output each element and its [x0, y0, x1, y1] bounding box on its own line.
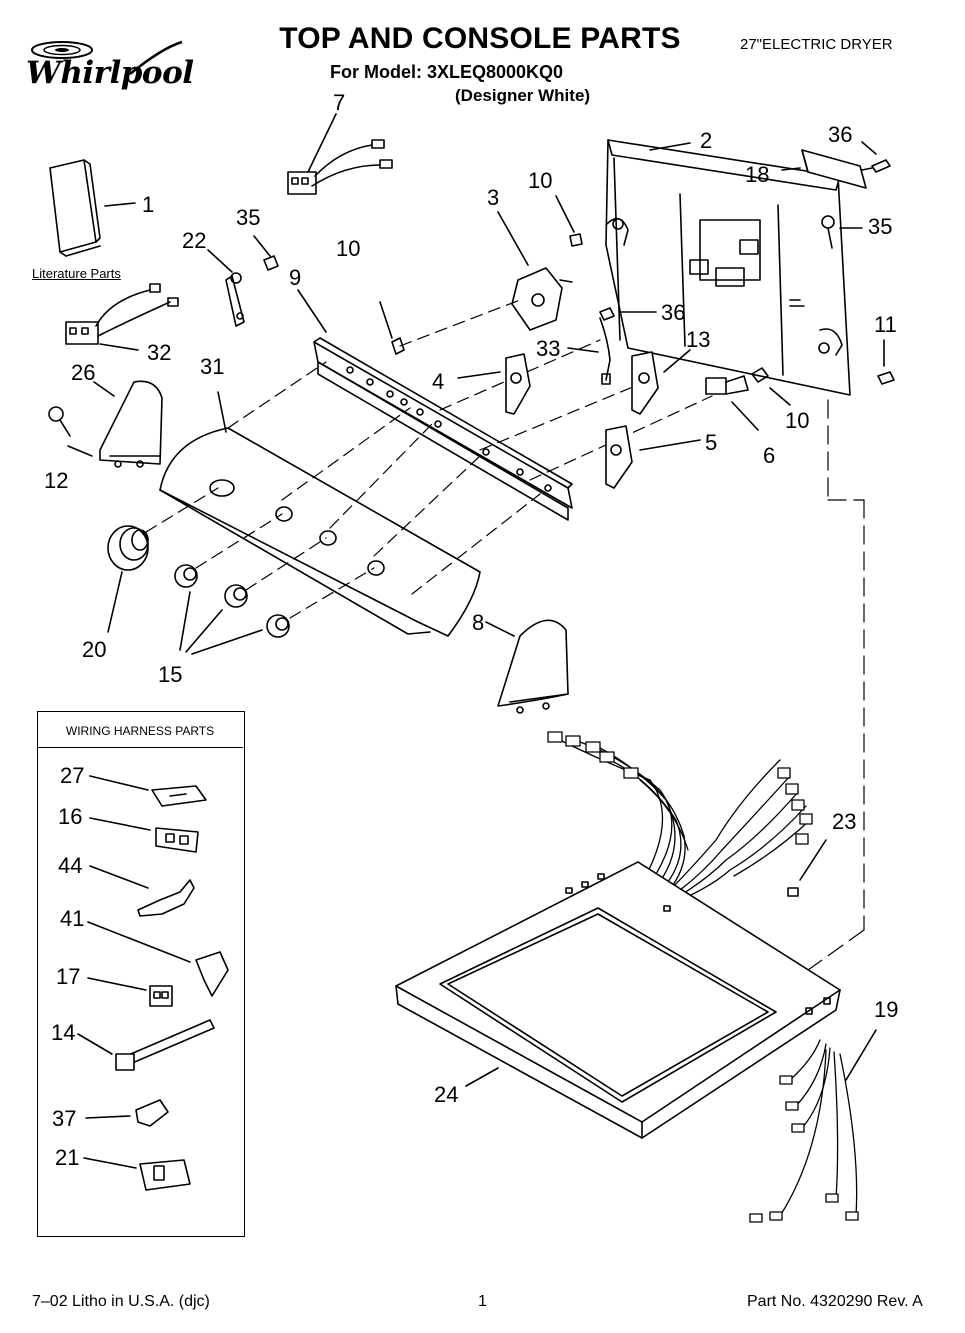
- wiring-part-27: [151, 785, 207, 807]
- model-number: For Model: 3XLEQ8000KQ0: [330, 62, 564, 82]
- wire-33: [599, 317, 611, 385]
- screw-12: [48, 406, 71, 437]
- callout-36: 36: [661, 300, 686, 325]
- end-cap-8: [497, 619, 569, 714]
- wiring-part-44: [137, 879, 195, 917]
- callout-10: 10: [528, 168, 553, 193]
- callout-11: 11: [874, 312, 897, 337]
- wiring-part-14: [115, 1019, 215, 1071]
- main-wire-harness: [547, 731, 813, 901]
- switch-3: [511, 267, 573, 331]
- callout-26: 26: [71, 360, 96, 385]
- screw-35a: [263, 255, 279, 271]
- callout-17: 17: [56, 964, 81, 989]
- callout-31: 31: [200, 354, 225, 379]
- logo-swirl-icon: [31, 40, 183, 75]
- screw-10b: [555, 195, 583, 247]
- bracket-6: [705, 375, 749, 395]
- callout-41: 41: [60, 906, 85, 931]
- callout-37: 37: [52, 1106, 77, 1131]
- callout-9: 9: [289, 265, 302, 290]
- model-color: (Designer White): [455, 86, 591, 105]
- page-title: TOP AND CONSOLE PARTS: [279, 22, 681, 55]
- console-31: [159, 427, 481, 637]
- callout-6: 6: [763, 443, 776, 468]
- screw-10a: [379, 301, 405, 355]
- callout-1: 1: [142, 192, 155, 217]
- footer-litho: 7–02 Litho in U.S.A. (djc): [32, 1293, 210, 1310]
- callout-35: 35: [236, 205, 261, 230]
- wiring-harness-box: [37, 711, 245, 1237]
- screw-36b: [599, 307, 615, 321]
- switch-13: [631, 351, 659, 415]
- wiring-part-41: [195, 951, 229, 997]
- callout-10: 10: [785, 408, 810, 433]
- callout-2: 2: [700, 128, 713, 153]
- part-number: Part No. 4320290 Rev. A: [747, 1293, 923, 1310]
- callout-35: 35: [868, 214, 893, 239]
- callout-27: 27: [60, 763, 85, 788]
- callout-21: 21: [55, 1145, 80, 1170]
- callout-14: 14: [51, 1020, 76, 1045]
- literature-booklet: [49, 159, 101, 257]
- callout-13: 13: [686, 327, 711, 352]
- strap-22: [225, 272, 245, 327]
- knob-15c: [266, 614, 290, 638]
- wiring-part-16: [155, 827, 199, 853]
- harness-32: [65, 283, 179, 345]
- switch-5: [605, 425, 633, 489]
- screw-35b: [821, 215, 835, 249]
- harness-7: [287, 139, 393, 195]
- callout-19: 19: [874, 997, 899, 1022]
- callout-18: 18: [745, 162, 770, 187]
- screw-36a: [861, 159, 891, 173]
- callout-16: 16: [58, 804, 83, 829]
- clip-23: [787, 887, 799, 897]
- product-type: 27"ELECTRIC DRYER: [740, 36, 893, 53]
- whirlpool-logo: [22, 38, 202, 100]
- callout-44: 44: [58, 853, 83, 878]
- callout-23: 23: [832, 809, 857, 834]
- callout-22: 22: [182, 228, 207, 253]
- timer-knob-20: [107, 525, 149, 571]
- brand-name: Whirlpool: [26, 55, 194, 91]
- callout-8: 8: [472, 610, 485, 635]
- console-back-panel: [605, 139, 851, 396]
- callout-36: 36: [828, 122, 853, 147]
- knob-15a: [174, 564, 198, 588]
- harness-19: [749, 1039, 859, 1223]
- wiring-harness-box-title: WIRING HARNESS PARTS: [37, 711, 243, 748]
- callout-24: 24: [434, 1082, 459, 1107]
- screw-10c: [751, 367, 791, 406]
- callout-15: 15: [158, 662, 183, 687]
- callout-3: 3: [487, 185, 500, 210]
- callout-5: 5: [705, 430, 718, 455]
- callout-33: 33: [536, 336, 561, 361]
- callout-7: 7: [333, 90, 346, 115]
- literature-parts-label: Literature Parts: [32, 266, 121, 281]
- page-number: 1: [478, 1293, 487, 1310]
- wiring-part-17: [149, 985, 173, 1007]
- callout-32: 32: [147, 340, 172, 365]
- callout-4: 4: [432, 369, 445, 394]
- callout-20: 20: [82, 637, 107, 662]
- screw-11: [877, 371, 895, 385]
- console-rail-9: [313, 337, 573, 521]
- wiring-part-21: [139, 1159, 191, 1191]
- end-cap-26: [99, 380, 163, 468]
- dryer-top-24: [395, 861, 841, 1139]
- switch-4: [505, 353, 531, 415]
- bracket-18: [801, 149, 867, 189]
- knob-15b: [224, 584, 248, 608]
- callout-10: 10: [336, 236, 361, 261]
- callout-12: 12: [44, 468, 69, 493]
- wiring-part-37: [135, 1099, 169, 1127]
